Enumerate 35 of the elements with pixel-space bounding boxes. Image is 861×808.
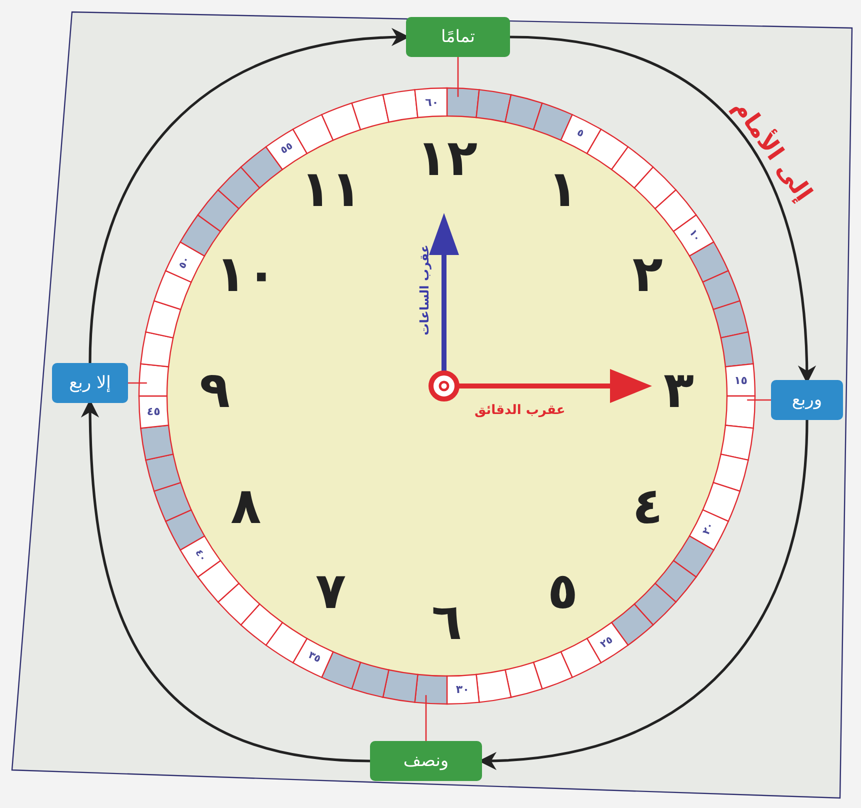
label-box: إلا ربع [52, 363, 128, 403]
hour-numeral: ٢ [632, 249, 663, 299]
connector-line [128, 382, 147, 384]
minute-number: ٥ [576, 128, 586, 140]
hour-numeral: ٩ [200, 365, 230, 415]
minute-number: ٢٠ [702, 522, 716, 538]
minute-number: ٤٥ [146, 406, 160, 417]
minute-number: ١٥ [734, 375, 748, 386]
hand-label: عقرب الساعات [418, 244, 430, 336]
hour-numeral: ٨ [230, 481, 262, 531]
hour-numeral: ٥ [548, 566, 578, 616]
label-box: وربع [771, 380, 843, 420]
hand-label: عقرب الدقائق [474, 404, 566, 416]
hour-numeral: ١ [548, 164, 578, 214]
minute-number: ٣٠ [456, 684, 470, 696]
minute-number: ٥٠ [178, 254, 192, 270]
minute-number: ٥٥ [279, 142, 295, 157]
minute-number: ١٠ [686, 228, 702, 244]
minute-number: ٦٠ [425, 96, 439, 108]
hour-numeral: ١١ [300, 164, 362, 214]
minute-number: ٢٥ [599, 635, 616, 650]
label-box: ونصف [370, 741, 482, 781]
label-box: تمامًا [406, 17, 510, 57]
connector-line [747, 399, 771, 401]
minute-number: ٣٥ [306, 650, 322, 666]
connector-line [425, 695, 427, 741]
connector-line [457, 57, 459, 97]
hour-numeral: ٧ [316, 566, 346, 616]
minute-number: ٤٠ [193, 548, 208, 564]
hour-numeral: ٤ [632, 481, 663, 531]
hour-numeral: ٦ [432, 597, 462, 647]
edge-label: إلى الأمام [728, 95, 816, 205]
hour-numeral: ١٠ [216, 249, 277, 299]
hour-numeral: ٣ [664, 365, 694, 415]
hour-numeral: ١٢ [416, 133, 478, 183]
